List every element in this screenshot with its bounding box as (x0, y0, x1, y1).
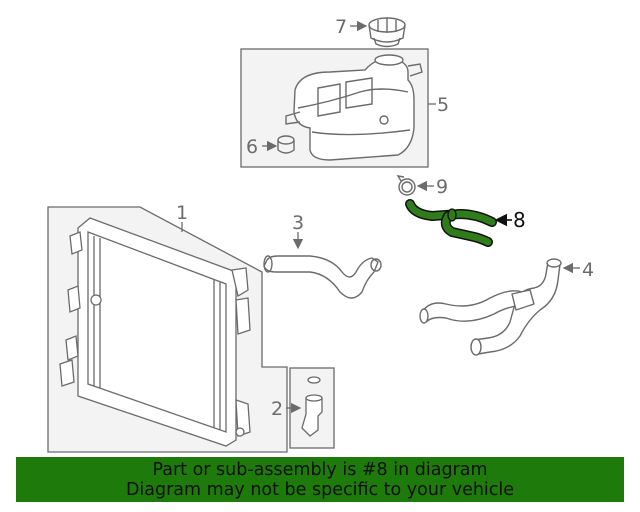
part-9-clamp[interactable] (396, 175, 416, 196)
notice-line-1: Part or sub-assembly is #8 in diagram (152, 460, 488, 480)
notice-line-2: Diagram may not be specific to your vehi… (125, 480, 515, 500)
part-3-hose[interactable] (263, 255, 382, 299)
part-5-reservoir[interactable] (285, 54, 423, 161)
callout-6: 6 (246, 136, 258, 158)
callout-7: 7 (335, 16, 347, 38)
callout-9: 9 (436, 176, 448, 198)
notice-banner: Part or sub-assembly is #8 in diagram Di… (16, 457, 624, 502)
callout-2: 2 (271, 398, 283, 420)
callout-3: 3 (292, 212, 304, 234)
callout-8: 8 (513, 208, 526, 232)
part-4-hose[interactable] (419, 258, 562, 356)
callout-4: 4 (582, 259, 594, 281)
part-2-sensor[interactable] (301, 376, 323, 437)
callout-1: 1 (176, 202, 188, 224)
callout-5: 5 (437, 94, 449, 116)
part-8-hose[interactable] (405, 199, 497, 247)
part-1-radiator[interactable] (59, 217, 251, 447)
part-7-cap[interactable] (368, 17, 406, 48)
part-6-grommet[interactable] (277, 135, 295, 154)
